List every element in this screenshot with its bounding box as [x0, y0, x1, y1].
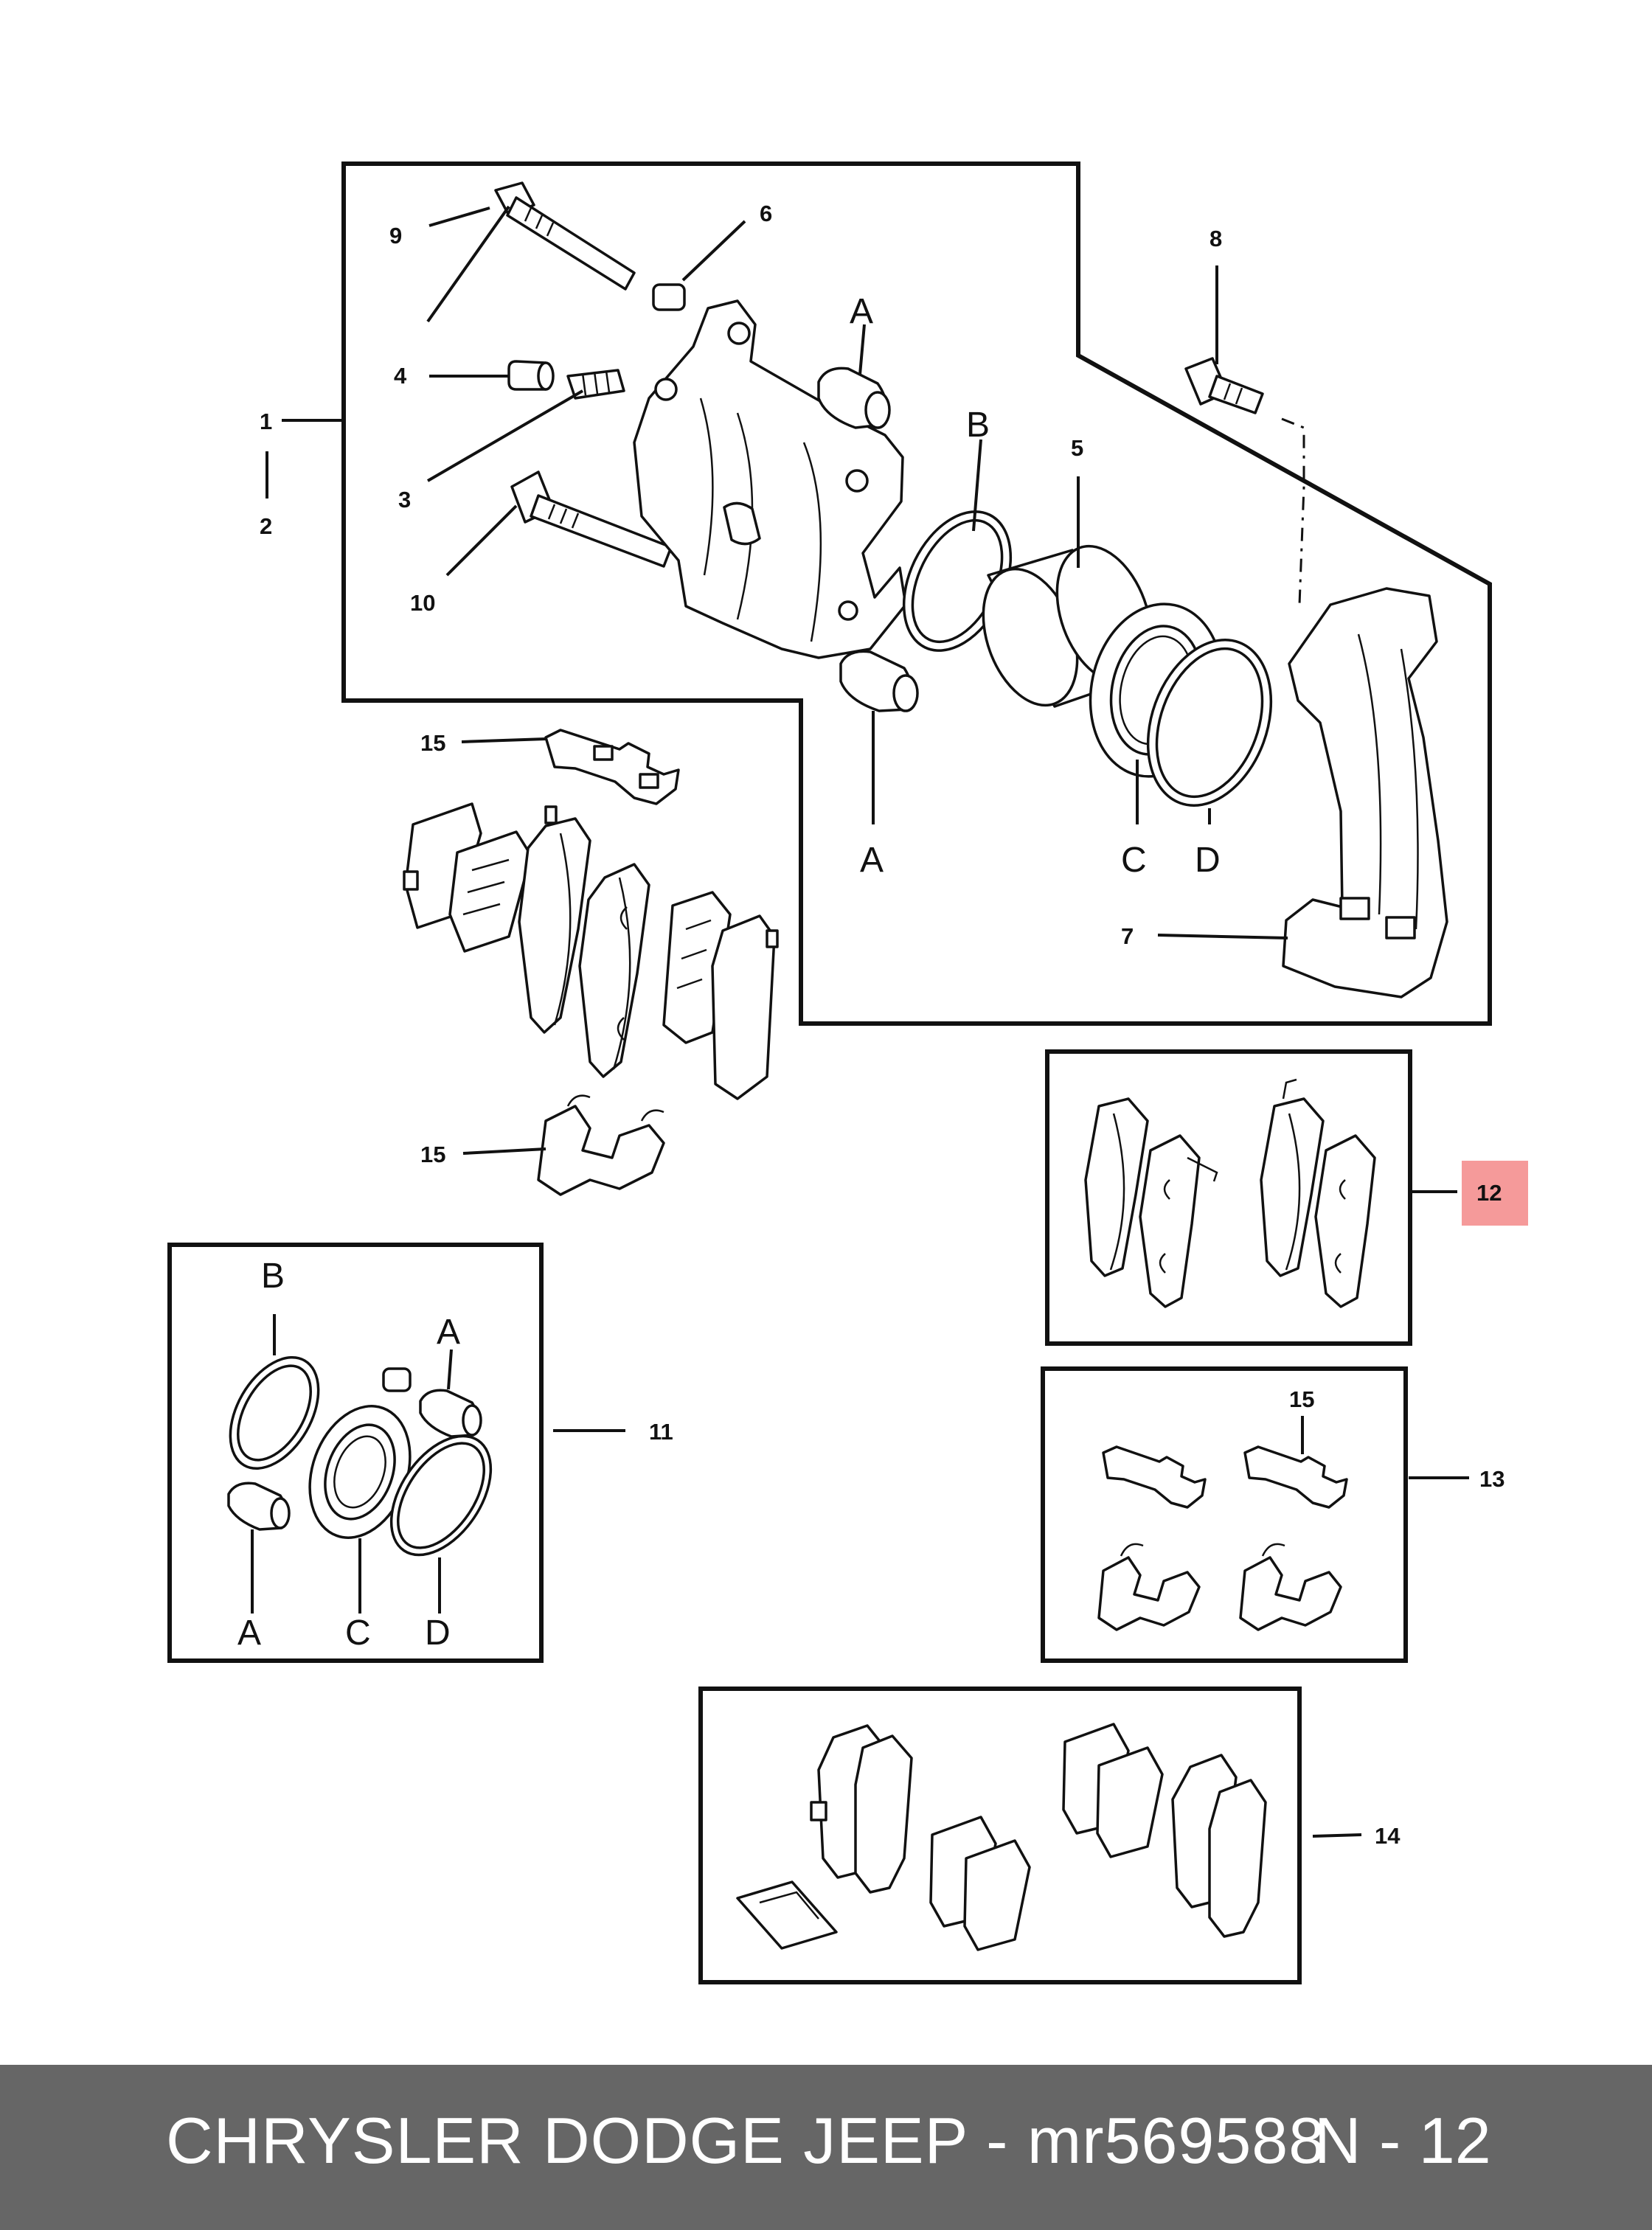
kit-boot-a-bottom	[227, 1482, 291, 1531]
bolt-8	[1184, 357, 1264, 414]
callout-3: 3	[398, 487, 411, 513]
callout-14: 14	[1375, 1823, 1401, 1849]
clip-kit-13-top-left	[1102, 1445, 1207, 1509]
callout-11: 11	[649, 1419, 673, 1445]
callout-7: 7	[1121, 923, 1134, 949]
callout-4: 4	[394, 363, 407, 389]
leader-lines	[251, 205, 1469, 1838]
letter-c-main: C	[1121, 841, 1147, 880]
clip-kit-13-top-right	[1243, 1445, 1348, 1509]
letter-b-main: B	[966, 406, 990, 445]
footer-page-number: N - 12	[1314, 2104, 1491, 2177]
callout-15-top: 15	[420, 730, 445, 756]
letter-d-kit: D	[425, 1614, 451, 1653]
guide-pin-9	[494, 181, 636, 291]
shim-left-inner	[448, 830, 532, 953]
kit-dust-boot-c	[308, 1405, 412, 1539]
kit-boot-a-top	[419, 1389, 482, 1438]
callout-6: 6	[760, 201, 772, 226]
pad-set-12-right	[1260, 1078, 1376, 1308]
clip-kit-13-bottom-right	[1239, 1543, 1342, 1631]
letter-d-main: D	[1195, 841, 1221, 880]
pad-kit-14-left-pad	[810, 1724, 913, 1894]
kit-snap-ring-d	[389, 1434, 493, 1557]
boot-a-bottom	[839, 650, 919, 712]
footer-bar: CHRYSLER DODGE JEEP - mr569588 N - 12	[0, 2065, 1652, 2230]
letter-a-kit-bottom: A	[237, 1614, 261, 1653]
pad-kit-14-packet	[736, 1880, 838, 1950]
bolt-axis-line	[1281, 417, 1305, 605]
caliper-body	[633, 299, 907, 659]
letter-b-kit: B	[261, 1257, 285, 1296]
clip-kit-13-bottom-left	[1097, 1543, 1201, 1631]
boot-a-top	[817, 367, 891, 429]
pad-kit-14-shims-right	[1062, 1723, 1164, 1858]
callout-15-kit: 15	[1289, 1386, 1314, 1412]
callout-15-bottom: 15	[420, 1142, 445, 1167]
callout-10: 10	[410, 590, 435, 616]
exploded-parts-diagram: 1 2 3 4 5 6 7 8 9 10 11 12 13 14 15 15 1…	[167, 161, 1528, 1984]
letter-c-kit: C	[345, 1614, 371, 1653]
callout-8: 8	[1210, 226, 1222, 251]
callout-1: 1	[260, 409, 272, 434]
callout-2: 2	[260, 513, 272, 539]
kit-seal-b	[229, 1355, 320, 1470]
brake-pad-left-outer	[518, 805, 591, 1034]
seal-kit-frame-11	[167, 1243, 544, 1663]
caliper-support-7	[1282, 587, 1448, 998]
snap-ring-d	[1146, 639, 1273, 807]
letter-a-kit-top: A	[437, 1313, 460, 1352]
caliper-assembly-frame	[341, 161, 1492, 1026]
brake-pad-left-inner	[578, 863, 650, 1078]
bleeder-cap-4	[507, 360, 555, 391]
pad-clip-bottom-15	[537, 1094, 665, 1196]
callout-12: 12	[1476, 1180, 1502, 1206]
pad-kit-14-right-pad	[1171, 1754, 1267, 1938]
bushing-6	[652, 283, 686, 311]
letter-a-main-bottom: A	[860, 841, 884, 880]
pad-set-12-left	[1084, 1097, 1218, 1308]
kit-bushing	[382, 1367, 412, 1392]
clip-kit-frame-13	[1041, 1366, 1408, 1663]
callout-12-highlight	[1462, 1161, 1528, 1226]
pad-kit-14-shims-left	[929, 1816, 1031, 1951]
callout-13: 13	[1479, 1466, 1504, 1492]
pad-kit-frame-14	[698, 1687, 1302, 1984]
letter-a-main-top: A	[850, 292, 873, 331]
callout-5: 5	[1071, 435, 1083, 461]
callout-9: 9	[389, 223, 402, 249]
pad-set-frame-12	[1045, 1049, 1412, 1346]
pad-clip-top-15	[544, 729, 680, 805]
guide-pin-10	[510, 470, 673, 568]
shim-right-outer	[711, 914, 779, 1100]
footer-title: CHRYSLER DODGE JEEP - mr569588	[166, 2104, 1326, 2177]
